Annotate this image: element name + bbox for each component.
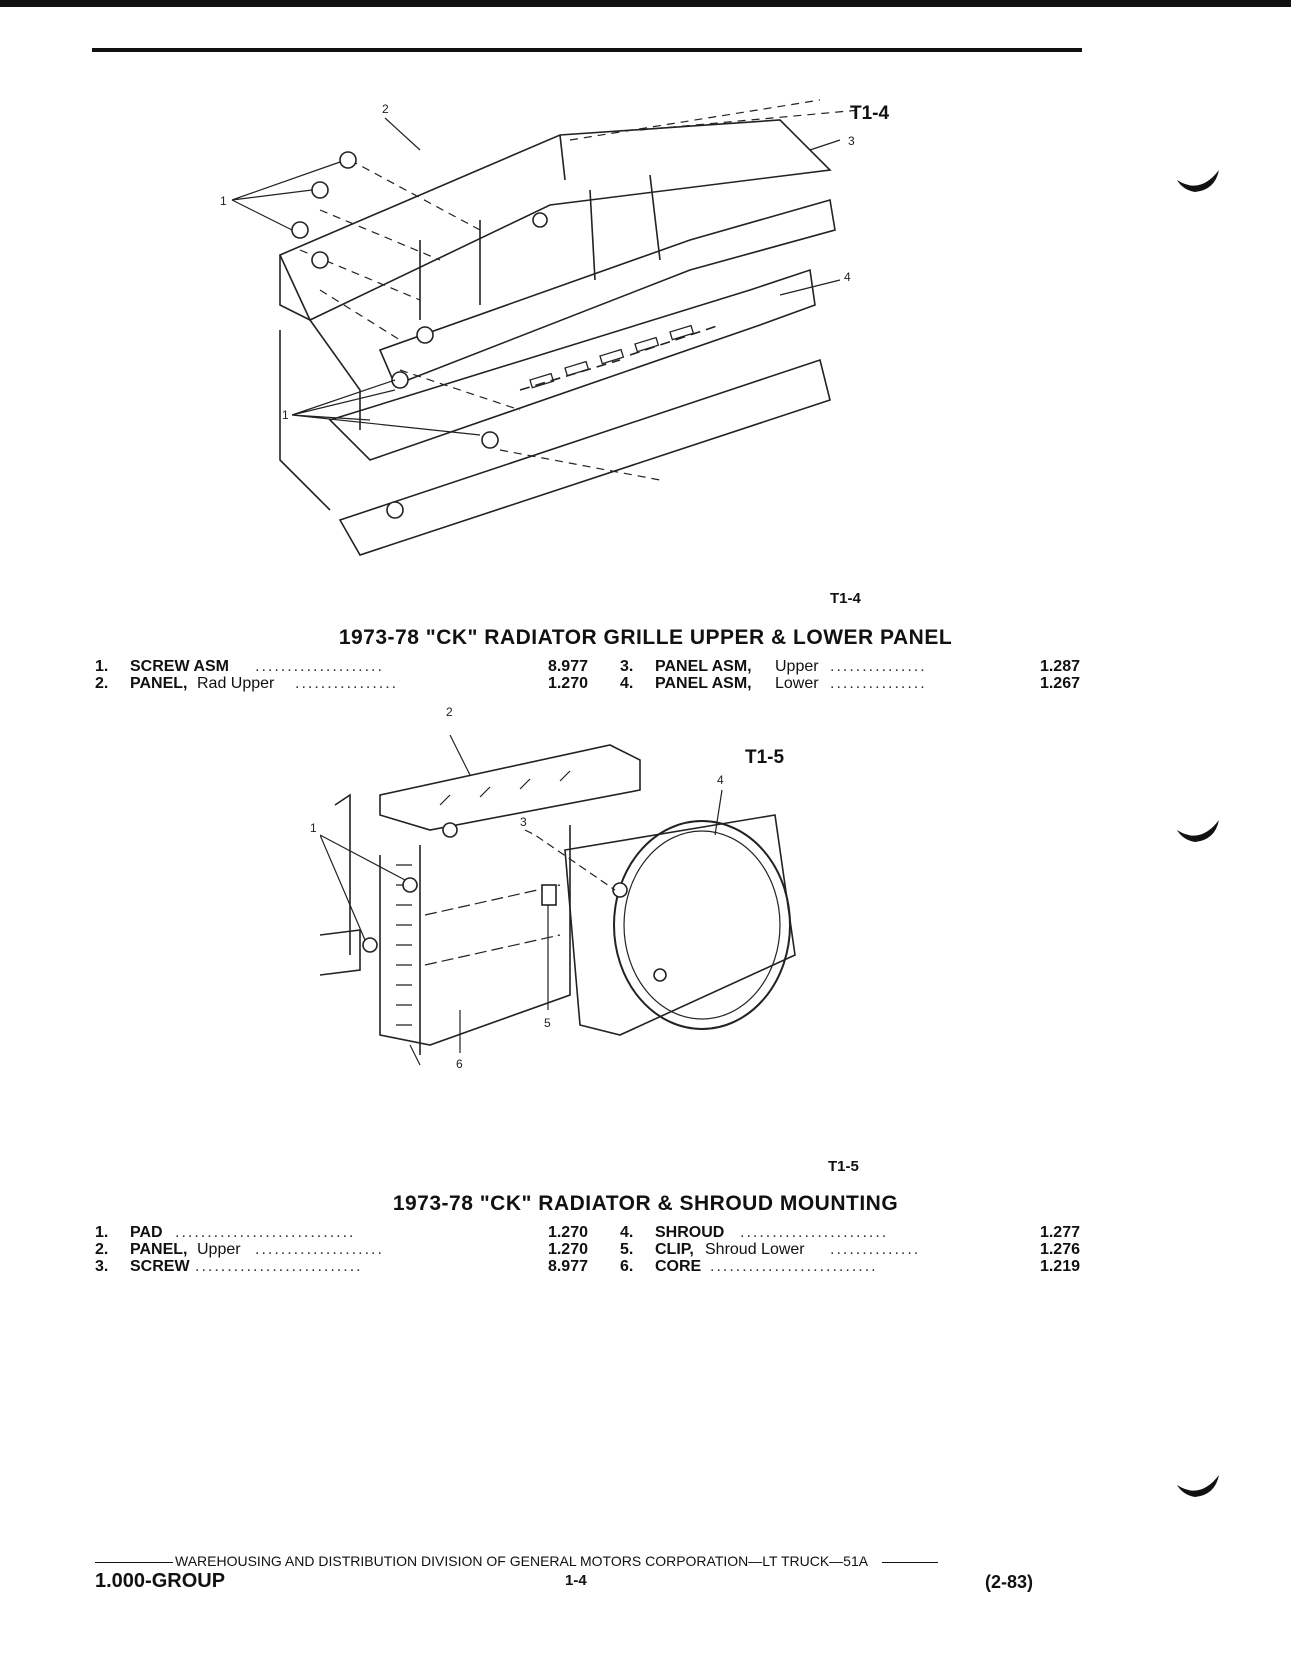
footer-rule-left	[95, 1561, 173, 1563]
callout-2: 2	[382, 102, 389, 116]
top-rule	[92, 48, 1082, 52]
part-number: 4.	[620, 1224, 634, 1241]
part-value: 1.270	[547, 675, 588, 692]
parts-row: 2. PANEL, Rad Upper ................ 1.2…	[95, 675, 1085, 692]
part-value: 1.219	[1039, 1258, 1080, 1275]
footer-division-line: WAREHOUSING AND DISTRIBUTION DIVISION OF…	[95, 1553, 939, 1569]
part-name: PANEL,	[130, 675, 188, 692]
part-subname: Rad Upper	[197, 675, 275, 692]
leader-dots: ..............	[830, 1241, 921, 1258]
parts-row: 3. SCREW .......................... 8.97…	[95, 1258, 1085, 1275]
part-value: 1.270	[547, 1224, 588, 1241]
part-number: 1.	[95, 1224, 109, 1241]
part-number: 2.	[95, 675, 109, 692]
figure-2-caption-label: T1-5	[828, 1158, 859, 1175]
section-2-title: 1973-78 "CK" RADIATOR & SHROUD MOUNTING	[392, 1192, 899, 1215]
part-name: SCREW	[130, 1258, 190, 1275]
part-name: CLIP,	[655, 1241, 694, 1258]
figure-1-label: T1-4	[850, 103, 890, 124]
footer-date: (2-83)	[985, 1572, 1034, 1592]
callout-3: 3	[848, 134, 855, 148]
footer-group: 1.000-GROUP	[95, 1570, 226, 1592]
footer-division: WAREHOUSING AND DISTRIBUTION DIVISION OF…	[175, 1553, 869, 1569]
part-value: 1.270	[547, 1241, 588, 1258]
figure-grille-panels: 1 2 3 4 1	[220, 90, 920, 560]
part-number: 3.	[620, 658, 634, 675]
parts-list-2: 1. PAD ............................ 1.27…	[95, 1224, 1085, 1275]
part-value: 1.287	[1039, 658, 1080, 675]
leader-dots: ................	[295, 675, 399, 692]
part-subname: Upper	[775, 658, 819, 675]
part-number: 3.	[95, 1258, 109, 1275]
part-number: 1.	[95, 658, 109, 675]
top-border	[0, 0, 1291, 7]
parts-row: 1. SCREW ASM .................... 8.977 …	[95, 658, 1085, 675]
section-1-title: 1973-78 "CK" RADIATOR GRILLE UPPER & LOW…	[338, 626, 953, 649]
footer-page-number: 1-4	[565, 1572, 587, 1589]
footer-rule-right	[882, 1561, 939, 1563]
callout-2: 2	[446, 705, 453, 719]
leader-dots: ..........................	[710, 1258, 878, 1275]
callout-1-bottom: 1	[282, 408, 289, 422]
part-number: 2.	[95, 1241, 109, 1258]
parts-row: 2. PANEL, Upper .................... 1.2…	[95, 1241, 1085, 1258]
callout-5: 5	[544, 1016, 551, 1030]
callout-6: 6	[456, 1057, 463, 1071]
callout-4: 4	[844, 270, 851, 284]
part-name: PANEL ASM,	[655, 658, 752, 675]
part-value: 1.267	[1039, 675, 1080, 692]
grille-panel-illustration	[231, 99, 861, 556]
radiator-shroud-illustration	[319, 734, 796, 1066]
part-number: 5.	[620, 1241, 634, 1258]
part-number: 4.	[620, 675, 634, 692]
figure-radiator-shroud: 1 2 3 4 5 6	[310, 705, 840, 1115]
figure-2-label: T1-5	[745, 747, 785, 768]
part-name: PANEL,	[130, 1241, 188, 1258]
callout-3: 3	[520, 815, 527, 829]
part-value: 1.276	[1039, 1241, 1080, 1258]
leader-dots: ...............	[830, 675, 927, 692]
binder-ring-mark	[1177, 820, 1219, 842]
figure-1-caption-label: T1-4	[830, 590, 861, 607]
callout-1: 1	[310, 821, 317, 835]
part-name: SCREW ASM	[130, 658, 229, 675]
part-value: 8.977	[547, 658, 588, 675]
part-name: PAD	[130, 1224, 163, 1241]
leader-dots: ............................	[175, 1224, 356, 1241]
leader-dots: ..........................	[195, 1258, 363, 1275]
parts-list-1: 1. SCREW ASM .................... 8.977 …	[95, 658, 1085, 692]
leader-dots: .......................	[740, 1224, 889, 1241]
part-value: 8.977	[547, 1258, 588, 1275]
part-subname: Shroud Lower	[705, 1241, 805, 1258]
part-name: PANEL ASM,	[655, 675, 752, 692]
part-subname: Upper	[197, 1241, 241, 1258]
leader-dots: ...............	[830, 658, 927, 675]
callout-1-top: 1	[220, 194, 227, 208]
part-subname: Lower	[775, 675, 819, 692]
part-name: SHROUD	[655, 1224, 725, 1241]
parts-row: 1. PAD ............................ 1.27…	[95, 1224, 1085, 1241]
binder-ring-mark	[1177, 170, 1219, 192]
part-name: CORE	[655, 1258, 702, 1275]
binder-ring-mark	[1177, 1475, 1219, 1497]
part-value: 1.277	[1039, 1224, 1080, 1241]
leader-dots: ....................	[255, 658, 384, 675]
leader-dots: ....................	[255, 1241, 384, 1258]
callout-4: 4	[717, 773, 724, 787]
part-number: 6.	[620, 1258, 634, 1275]
